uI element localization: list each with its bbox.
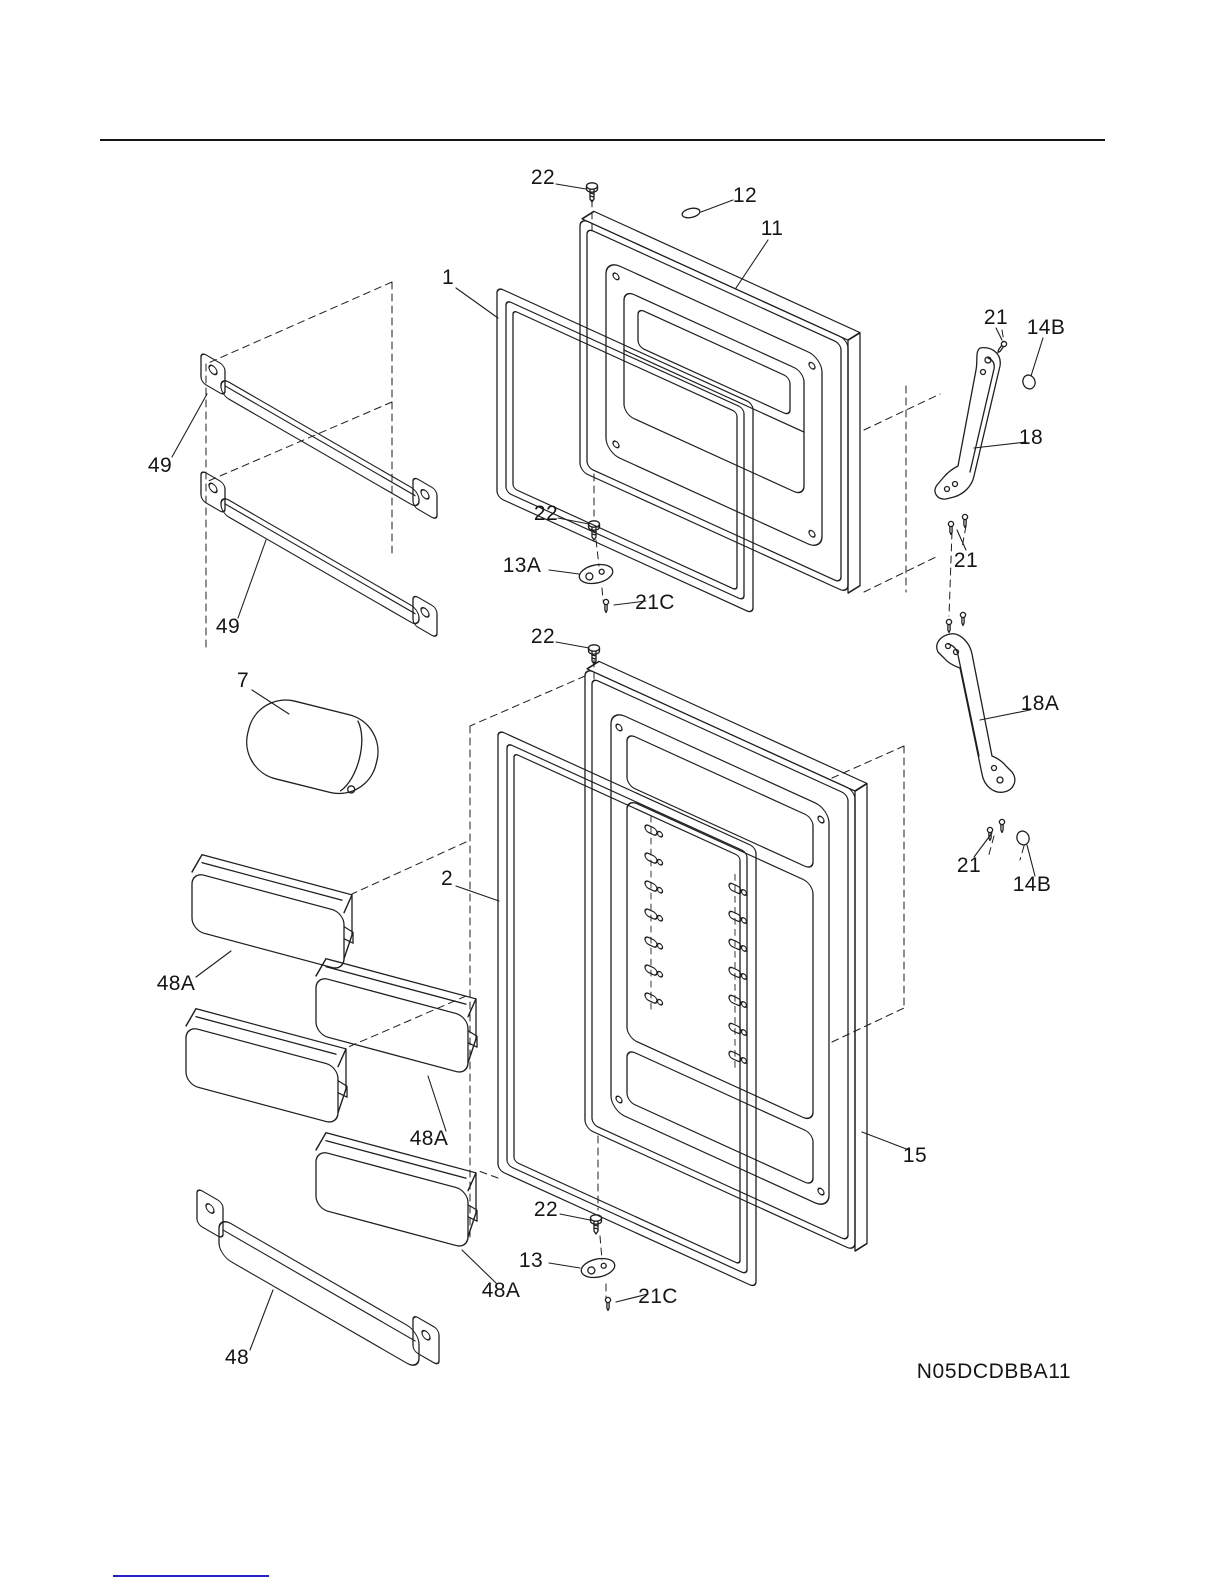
screw-21c-lower bbox=[604, 1296, 612, 1312]
food-door-handle bbox=[936, 633, 1016, 793]
callout-freezer-gasket: 1 bbox=[441, 266, 455, 289]
callout-grommet-lower: 13 bbox=[518, 1249, 544, 1272]
callout-screw-bottom: 22 bbox=[533, 1198, 559, 1221]
door-bin-middle-right bbox=[315, 955, 478, 1078]
food-door-panel bbox=[584, 660, 868, 1252]
callout-shelf-lower: 49 bbox=[215, 615, 241, 638]
screw-21-top-right bbox=[995, 339, 1009, 355]
screw-21-mid-d bbox=[959, 611, 967, 627]
screw-21-bottom-b bbox=[998, 818, 1006, 834]
screw-22-bottom bbox=[589, 1214, 603, 1235]
callout-freezer-handle: 18 bbox=[1018, 426, 1044, 449]
callout-handle-screw-top: 21 bbox=[983, 306, 1009, 329]
door-bin-middle-left bbox=[185, 1005, 348, 1128]
callout-bin-lower: 48A bbox=[481, 1279, 521, 1302]
callout-shelf-upper: 49 bbox=[147, 454, 173, 477]
callout-food-gasket: 2 bbox=[440, 867, 454, 890]
callout-handle-screw-mid: 21 bbox=[953, 549, 979, 572]
screw-21-mid-c bbox=[945, 618, 953, 634]
plug-12 bbox=[681, 207, 701, 219]
callout-shelf-bottom: 48 bbox=[224, 1346, 250, 1369]
food-door-gasket bbox=[497, 731, 757, 1287]
grommet-13 bbox=[578, 1255, 618, 1281]
door-shelf-lower bbox=[200, 471, 438, 637]
screw-21-mid-b bbox=[961, 513, 969, 529]
callout-grommet-upper: 13A bbox=[502, 554, 542, 577]
door-shelf-upper bbox=[200, 353, 438, 519]
door-shelf-bottom bbox=[196, 1189, 440, 1366]
callout-plug-top-right: 14B bbox=[1026, 316, 1066, 339]
screw-21-mid-a bbox=[947, 520, 955, 536]
callout-screw-small-upper: 21C bbox=[635, 591, 675, 614]
callout-plug-top: 12 bbox=[732, 184, 758, 207]
callout-screw-mid: 22 bbox=[533, 502, 559, 525]
grommet-13a bbox=[576, 561, 616, 587]
callout-plug-bottom-right: 14B bbox=[1012, 873, 1052, 896]
callout-bin-upper: 48A bbox=[156, 972, 196, 995]
callout-food-door: 15 bbox=[902, 1144, 928, 1167]
door-bin-upper bbox=[191, 851, 354, 974]
plug-14b-top bbox=[1022, 374, 1036, 390]
door-bin-lower bbox=[315, 1129, 478, 1252]
callout-bin-middle: 48A bbox=[409, 1127, 449, 1150]
callout-handle-screw-bottom: 21 bbox=[956, 854, 982, 877]
leader-lines bbox=[171, 183, 1044, 1351]
freezer-door-handle bbox=[934, 347, 1001, 500]
butter-dish-cover bbox=[246, 699, 379, 795]
footer-link-rule bbox=[113, 1575, 269, 1577]
screw-21c-upper bbox=[602, 598, 610, 614]
callout-screw-top: 22 bbox=[530, 166, 556, 189]
callout-screw-small-lower: 21C bbox=[638, 1285, 678, 1308]
screw-22-top bbox=[585, 182, 599, 203]
diagram-code: N05DCDBBA11 bbox=[916, 1360, 1072, 1383]
freezer-door-panel bbox=[579, 210, 861, 594]
callout-butter-cover: 7 bbox=[236, 669, 250, 692]
callout-freezer-door: 11 bbox=[760, 217, 784, 240]
freezer-door-gasket bbox=[496, 288, 754, 613]
callout-screw-food-top: 22 bbox=[530, 625, 556, 648]
callout-food-handle: 18A bbox=[1020, 692, 1060, 715]
header-rule bbox=[100, 139, 1105, 141]
plug-14b-bottom bbox=[1016, 830, 1030, 846]
